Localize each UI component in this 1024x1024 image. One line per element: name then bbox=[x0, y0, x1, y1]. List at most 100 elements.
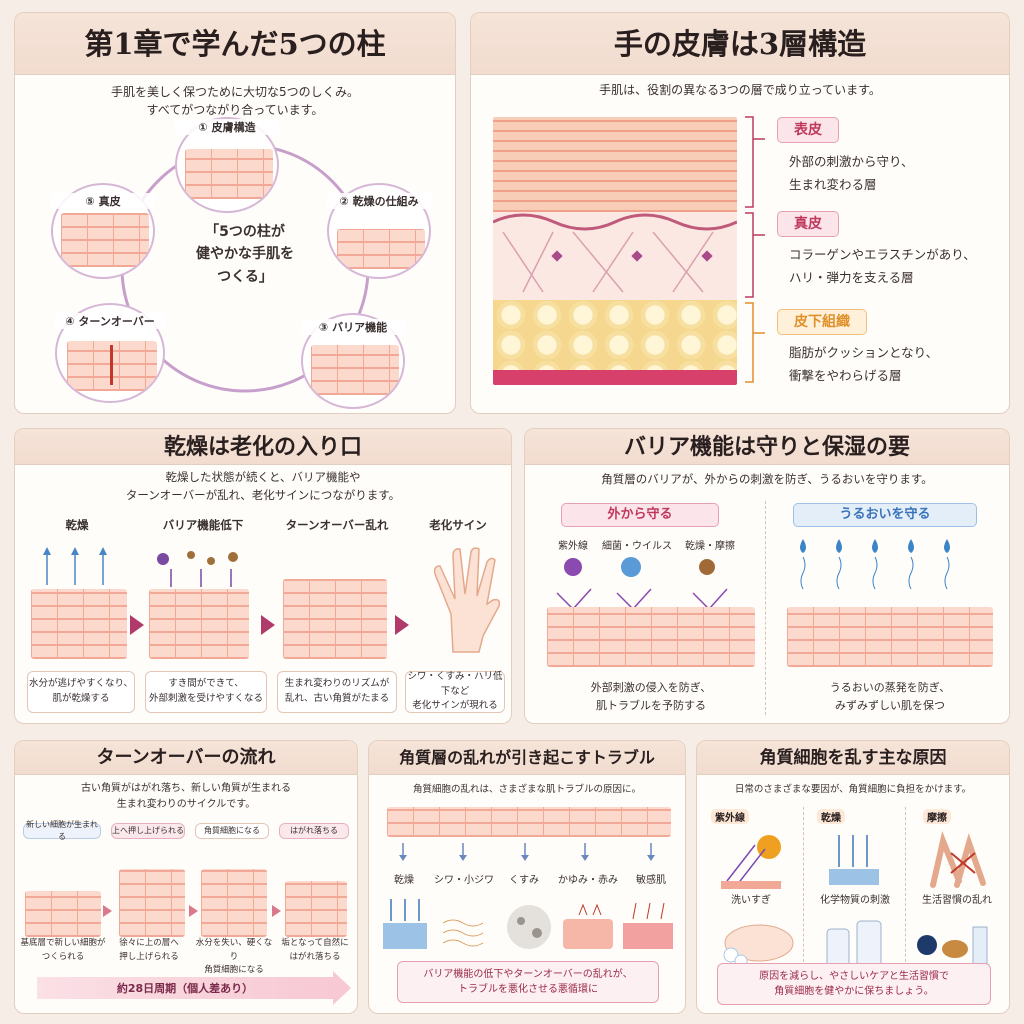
moisture-drops bbox=[800, 539, 950, 590]
trouble-label: 乾燥 bbox=[394, 875, 414, 886]
panel-five-pillars: 第1章で学んだ5つの柱 手肌を美しく保つために大切な5つのしくみ。 すべてがつな… bbox=[14, 12, 456, 414]
flow-arrow bbox=[130, 615, 144, 635]
panel-title: 角質細胞を乱す主な原因 bbox=[697, 741, 1009, 775]
panel-barrier-function: バリア機能は守りと保湿の要 角質層のバリアが、外からの刺激を防ぎ、うるおいを守り… bbox=[524, 428, 1010, 724]
panel-subtitle: 角質層のバリアが、外からの刺激を防ぎ、うるおいを守ります。 bbox=[601, 472, 933, 486]
pillar-label: ③ バリア機能 bbox=[301, 319, 405, 335]
cause-label: 洗いすぎ bbox=[731, 895, 771, 906]
pillar-label: ② 乾燥の仕組み bbox=[327, 193, 431, 209]
panel-subtitle: 角質細胞の乱れは、さまざまな肌トラブルの原因に。 bbox=[412, 784, 641, 795]
trouble-label: くすみ bbox=[509, 875, 539, 886]
stage-caption: 徐々に上の層へ押し上げられる bbox=[119, 938, 179, 962]
stage-caption: 垢となって自然にはがれ落ちる bbox=[281, 938, 349, 962]
layer-desc: コラーゲンやエラスチンがあり、 ハリ・弾力を支える層 bbox=[789, 247, 976, 285]
layer-desc: 脂肪がクッションとなり、 衝撃をやわらげる層 bbox=[789, 345, 939, 383]
panel-turnover-flow: ターンオーバーの流れ 古い角質がはがれ落ち、新しい角質が生まれる 生まれ変わりの… bbox=[14, 740, 358, 1014]
threat-label: 紫外線 bbox=[558, 541, 588, 552]
skin-barrier-right bbox=[787, 607, 993, 667]
step-label: 乾燥 bbox=[65, 518, 89, 532]
layer-illustration bbox=[493, 117, 737, 385]
stage-label: 角質細胞になる bbox=[195, 823, 269, 839]
layer-brackets bbox=[745, 116, 765, 383]
threat-icons bbox=[556, 557, 728, 611]
layer-tag-subcutis: 皮下組織 bbox=[777, 309, 867, 335]
cause-friction: 摩擦 bbox=[923, 809, 951, 824]
flow-arrow bbox=[189, 905, 198, 917]
evaporation-arrows bbox=[43, 547, 107, 585]
panel-subtitle: 乾燥した状態が続くと、バリア機能や bbox=[165, 470, 361, 484]
pillar-label: ① 皮膚構造 bbox=[175, 119, 279, 135]
step-label: 老化サイン bbox=[429, 518, 487, 532]
flow-arrow bbox=[395, 615, 409, 635]
center-message: 「5つの柱が 健やかな手肌を つくる」 bbox=[196, 224, 294, 285]
stage-label: 新しい細胞が生まれる bbox=[23, 820, 101, 841]
panel-skin-layers: 手の皮膚は3層構造 手肌は、役割の異なる3つの層で成り立っています。 表皮 外部… bbox=[470, 12, 1010, 414]
panel-subtitle: 生まれ変わりのサイクルです。 bbox=[116, 799, 256, 810]
panel-title: 角質層の乱れが引き起こすトラブル bbox=[369, 741, 685, 775]
layer-desc: 外部の刺激から守り、 生まれ変わる層 bbox=[789, 154, 914, 192]
threat-label: 乾燥・摩擦 bbox=[685, 541, 735, 552]
stage-skin bbox=[201, 869, 267, 937]
panel-dryness-aging: 乾燥は老化の入り口 乾燥した状態が続くと、バリア機能や ターンオーバーが乱れ、老… bbox=[14, 428, 512, 724]
step-caption: すき間ができて、外部刺激を受けやすくなる bbox=[145, 671, 267, 713]
step-caption: シワ・くすみ・ハリ低下など老化サインが現れる bbox=[405, 671, 505, 713]
cause-label: 化学物質の刺激 bbox=[820, 895, 890, 906]
irritant-particles bbox=[157, 551, 238, 587]
cause-uv: 紫外線 bbox=[711, 809, 749, 824]
panel-title: 乾燥は老化の入り口 bbox=[15, 429, 511, 465]
flow-arrow bbox=[272, 905, 281, 917]
vicious-cycle-note: バリア機能の低下やターンオーバーの乱れが、トラブルを悪化させる悪循環に bbox=[397, 961, 659, 1003]
stage-skin bbox=[119, 869, 185, 937]
step-label: バリア機能低下 bbox=[162, 518, 244, 532]
tag-keep-moisture: うるおいを守る bbox=[793, 503, 977, 527]
divider bbox=[765, 501, 766, 715]
panel-subtitle: 手肌を美しく保つために大切な5つのしくみ。 bbox=[110, 85, 360, 99]
flow-arrow bbox=[103, 905, 112, 917]
stage-skin bbox=[285, 881, 347, 937]
cause-icons-row1 bbox=[721, 830, 986, 889]
pillar-barrier bbox=[301, 313, 405, 409]
skin-turnover bbox=[283, 579, 387, 659]
step-caption: 生まれ変わりのリズムが乱れ、古い角質がたまる bbox=[277, 671, 397, 713]
panel-subtitle: 古い角質がはがれ落ち、新しい角質が生まれる bbox=[81, 783, 291, 794]
panel-title: 第1章で学んだ5つの柱 bbox=[15, 13, 455, 75]
panel-title: ターンオーバーの流れ bbox=[15, 741, 357, 775]
cycle-arrow-head bbox=[333, 971, 351, 1005]
pillar-label: ⑤ 真皮 bbox=[51, 193, 155, 209]
cause-label: 生活習慣の乱れ bbox=[922, 895, 992, 906]
divider bbox=[905, 807, 906, 977]
advice-note: 原因を減らし、やさしいケアと生活習慣で角質細胞を健やかに保ちましょう。 bbox=[717, 963, 991, 1005]
pillar-label: ④ ターンオーバー bbox=[55, 313, 165, 329]
barrier-caption: うるおいの蒸発を防ぎ、みずみずしい肌を保つ bbox=[829, 681, 951, 712]
cause-dry: 乾燥 bbox=[817, 809, 845, 824]
layer-tag-dermis: 真皮 bbox=[777, 211, 839, 237]
panel-subtitle: 手肌は、役割の異なる3つの層で成り立っています。 bbox=[599, 83, 881, 97]
skin-dry bbox=[31, 589, 127, 659]
layer-tag-epidermis: 表皮 bbox=[777, 117, 839, 143]
disordered-layer bbox=[387, 807, 671, 837]
trouble-label: かゆみ・赤み bbox=[558, 875, 618, 886]
divider bbox=[803, 807, 804, 977]
panel-title: 手の皮膚は3層構造 bbox=[471, 13, 1009, 75]
stage-caption: 水分を失い、硬くなり角質細胞になる bbox=[195, 938, 273, 976]
stage-label: 上へ押し上げられる bbox=[111, 823, 185, 839]
threat-label: 細菌・ウイルス bbox=[602, 541, 672, 552]
hand-icon bbox=[433, 547, 501, 653]
cycle-label: 約28日周期（個人差あり） bbox=[116, 982, 254, 995]
panel-subtitle: ターンオーバーが乱れ、老化サインにつながります。 bbox=[125, 488, 401, 502]
panel-troubles: 角質層の乱れが引き起こすトラブル 角質細胞の乱れは、さまざまな肌トラブルの原因に… bbox=[368, 740, 686, 1014]
trouble-label: シワ・小ジワ bbox=[434, 875, 494, 886]
barrier-caption: 外部刺激の侵入を防ぎ、肌トラブルを予防する bbox=[590, 681, 712, 712]
trouble-label: 敏感肌 bbox=[636, 875, 666, 886]
panel-subtitle: 日常のさまざまな要因が、角質細胞に負担をかけます。 bbox=[734, 784, 972, 795]
stage-label: はがれ落ちる bbox=[279, 823, 349, 839]
skin-barrier bbox=[149, 589, 249, 659]
trouble-icons bbox=[383, 899, 673, 949]
panel-causes: 角質細胞を乱す主な原因 日常のさまざまな要因が、角質細胞に負担をかけます。 紫外… bbox=[696, 740, 1010, 1014]
step-caption: 水分が逃げやすくなり、肌が乾燥する bbox=[27, 671, 135, 713]
stage-caption: 基底層で新しい細胞がつくられる bbox=[20, 938, 106, 962]
step-label: ターンオーバー乱れ bbox=[285, 518, 389, 532]
panel-title: バリア機能は守りと保湿の要 bbox=[525, 429, 1009, 465]
stage-skin bbox=[25, 891, 101, 937]
cycle-arrow bbox=[37, 977, 333, 999]
